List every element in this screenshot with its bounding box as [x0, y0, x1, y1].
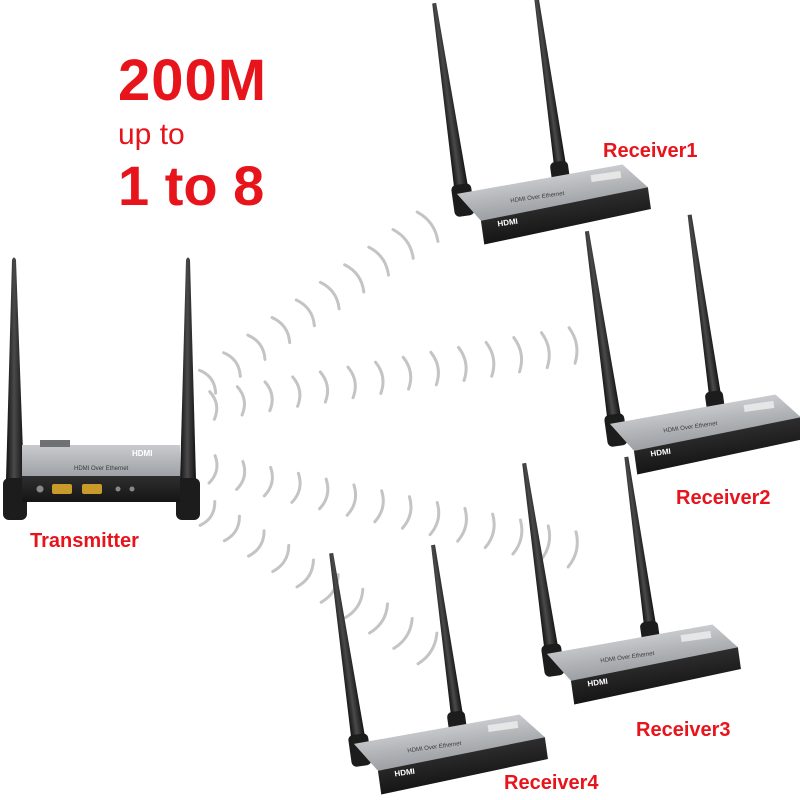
signal-wave-arc: [484, 340, 496, 378]
signal-wave-arc: [401, 355, 413, 391]
receiver4-brand-text: HDMI: [394, 767, 416, 779]
signal-wave-arc: [207, 454, 219, 485]
receiver4-device: HDMI HDMI Over Ethernet: [329, 544, 548, 795]
headline-ratio: 1 to 8: [118, 154, 265, 217]
signal-wave-arc: [539, 331, 551, 370]
transmitter-brand-text: HDMI: [132, 449, 152, 458]
signal-wave-arc: [567, 326, 579, 365]
receiver4-antenna-right: [431, 544, 468, 740]
receiver1-brand-text: HDMI: [497, 217, 519, 229]
signal-wave-arc: [368, 602, 390, 635]
signal-wave-arc: [416, 631, 439, 666]
signal-wave-arc: [346, 365, 357, 400]
signal-wave-arc: [197, 368, 218, 395]
signal-wave-arc: [198, 499, 217, 527]
signal-wave-arc: [271, 543, 291, 573]
signal-wave-arc: [270, 316, 292, 345]
signal-wave-arc: [208, 390, 219, 421]
transmitter-device: HDMI HDMI Over Ethernet: [3, 257, 200, 520]
signal-wave-arc: [291, 375, 302, 408]
receiver3-label: Receiver3: [636, 719, 731, 741]
signal-wave-arc: [295, 558, 315, 589]
signal-wave-arc: [539, 524, 552, 562]
signal-wave-arc: [222, 514, 241, 543]
receiver3-antenna-left: [522, 462, 565, 677]
signal-wave-arc: [457, 345, 468, 382]
signal-wave-arc: [483, 512, 496, 550]
signal-wave-arc: [294, 298, 316, 328]
signal-wave-arc: [246, 333, 267, 361]
transmitter-power-port: [36, 485, 44, 493]
receiver2-antenna-left: [584, 230, 628, 447]
signal-beam-receiver4: [198, 499, 439, 666]
signal-wave-arc: [318, 370, 330, 404]
signal-wave-arc: [456, 506, 468, 543]
signal-wave-arc: [345, 483, 358, 517]
transmitter-model-text: HDMI Over Ethernet: [74, 466, 129, 472]
receiver3-antenna-right: [624, 456, 661, 650]
transmitter-hdmi-in-port: [82, 484, 102, 494]
signal-wave-arc: [222, 351, 242, 378]
signal-wave-arc: [392, 616, 414, 650]
signal-beam-receiver2: [208, 326, 579, 421]
signal-wave-arc: [512, 336, 524, 374]
receiver2-device: HDMI HDMI Over Ethernet: [584, 214, 800, 475]
receiver2-brand-text: HDMI: [650, 447, 672, 459]
signal-wave-arc: [429, 350, 440, 387]
receiver4-label: Receiver4: [504, 772, 599, 794]
headline-up-to: up to: [118, 118, 185, 151]
signal-wave-arc: [235, 385, 246, 417]
signal-wave-arc: [415, 210, 440, 243]
signal-wave-arc: [428, 501, 441, 537]
signal-beam-receiver1: [197, 210, 440, 395]
transmitter-label: Transmitter: [30, 530, 139, 552]
signal-wave-arc: [391, 228, 415, 260]
signal-wave-arc: [367, 245, 391, 277]
transmitter-antenna-left: [3, 257, 27, 520]
transmitter-antenna-right: [176, 257, 200, 520]
signal-wave-arc: [318, 477, 330, 511]
receiver1-device: HDMI HDMI Over Ethernet: [432, 0, 651, 245]
headline-range: 200M: [118, 48, 268, 113]
signal-wave-arc: [247, 529, 266, 558]
receiver3-brand-text: HDMI: [587, 677, 609, 689]
signal-wave-arc: [318, 280, 341, 311]
signal-wave-arc: [343, 587, 365, 620]
signal-wave-arc: [262, 465, 274, 498]
transmitter-hdmi-out-port: [52, 484, 72, 494]
receiver2-label: Receiver2: [676, 487, 771, 509]
signal-wave-arc: [235, 460, 247, 491]
signal-wave-arc: [400, 495, 413, 530]
signal-wave-arc: [374, 360, 385, 395]
signal-wave-arc: [290, 471, 302, 504]
receiver1-antenna-right: [532, 0, 571, 190]
receiver1-antenna-left: [432, 2, 475, 217]
signal-wave-arc: [263, 380, 274, 413]
receiver4-antenna-left: [329, 552, 372, 767]
receiver1-label: Receiver1: [603, 140, 698, 162]
receiver2-antenna-right: [687, 214, 726, 420]
wireless-signal-waves: [197, 210, 579, 666]
signal-wave-arc: [511, 518, 524, 556]
signal-wave-arc: [566, 530, 579, 569]
signal-wave-arc: [343, 263, 366, 294]
signal-wave-arc: [319, 573, 340, 604]
signal-wave-arc: [373, 489, 385, 524]
receiver3-device: HDMI HDMI Over Ethernet: [522, 456, 741, 705]
